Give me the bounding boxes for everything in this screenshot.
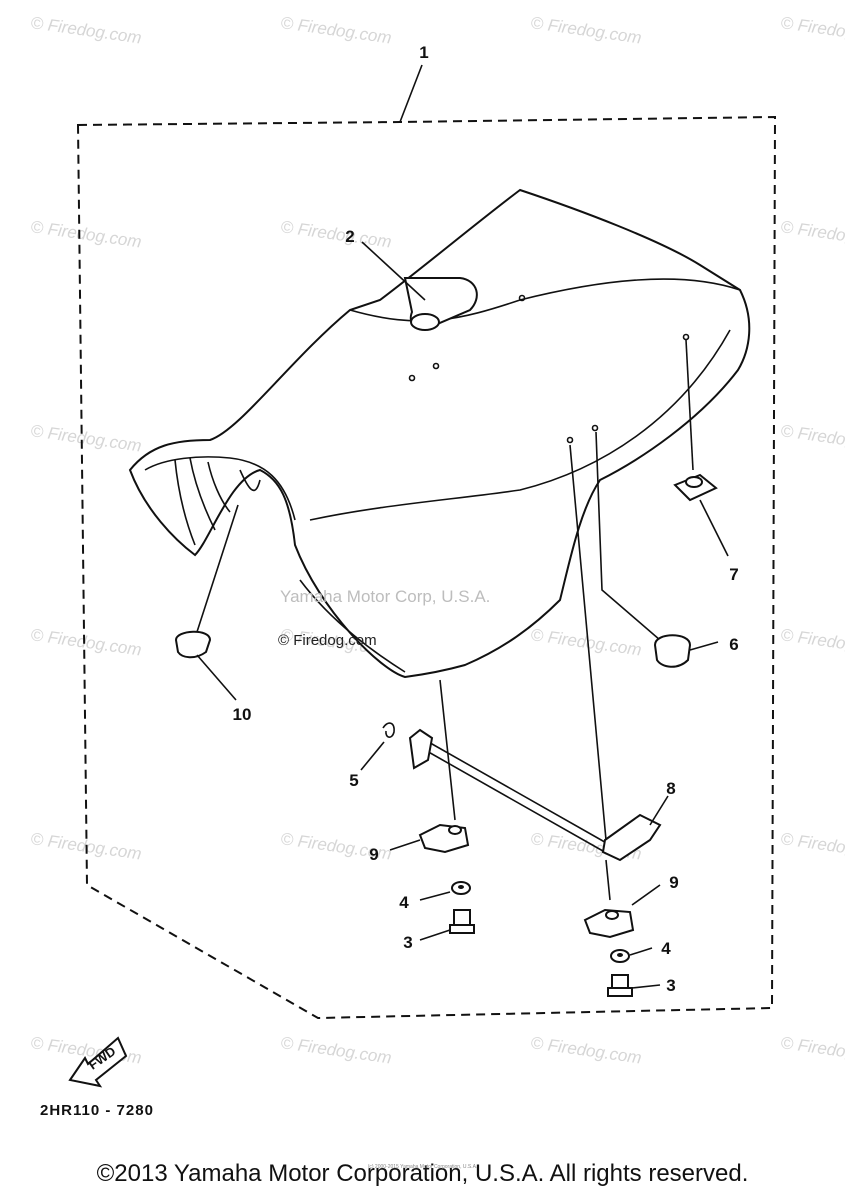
damper-6: [595, 431, 719, 668]
nut-7: [673, 339, 729, 557]
callout-3-left: 3: [403, 933, 412, 952]
watermark-text: © Firedog.com: [29, 421, 142, 455]
bolt-3-right: [607, 974, 661, 997]
watermark-text: © Firedog.com: [779, 1033, 845, 1067]
copyright-footer: ©2013 Yamaha Motor Corporation, U.S.A. A…: [96, 1160, 749, 1187]
watermark-text: © Firedog.com: [529, 13, 642, 47]
callout-7: 7: [729, 565, 738, 584]
bolt-3-left: [419, 909, 475, 941]
callout-9-right: 9: [669, 873, 678, 892]
spring-5: [360, 722, 395, 771]
callout-4-right: 4: [661, 939, 671, 958]
bracket-9-left: [389, 679, 470, 854]
watermark-text: © Firedog.com: [29, 217, 142, 251]
callout-4-left: 4: [399, 893, 409, 912]
watermark-text: © Firedog.com: [779, 13, 845, 47]
watermark-text: © Firedog.com: [29, 13, 142, 47]
drawing-code: 2HR110 - 7280: [40, 1102, 154, 1119]
watermark-text: © Firedog.com: [279, 217, 392, 251]
callout-10: 10: [233, 705, 252, 724]
washer-4-right: [610, 947, 653, 963]
watermark-text: © Firedog.com: [279, 13, 392, 47]
callout-1: 1: [419, 43, 428, 62]
leader-1: [399, 64, 423, 123]
callout-3-right: 3: [666, 976, 675, 995]
watermark-text: © Firedog.com: [529, 1033, 642, 1067]
seat-part: [128, 188, 751, 679]
callout-8: 8: [666, 779, 675, 798]
watermark-text: © Firedog.com: [279, 1033, 392, 1067]
leader-2: [361, 241, 426, 301]
callout-2: 2: [345, 227, 354, 246]
callout-6: 6: [729, 635, 738, 654]
bracket-9-right: [583, 859, 661, 939]
watermark-text: © Firedog.com: [779, 421, 845, 455]
rod-8: [408, 444, 669, 862]
callout-5: 5: [349, 771, 358, 790]
watermark-text: © Firedog.com: [29, 625, 142, 659]
callout-9-left: 9: [369, 845, 378, 864]
washer-4-left: [419, 881, 471, 901]
copyright-fine-print: (c) 2000-2015 Yamaha Motor Corporation, …: [367, 1164, 478, 1170]
watermark-text: © Firedog.com: [779, 625, 845, 659]
damper-10: [174, 504, 239, 701]
watermark-text: © Firedog.com: [779, 829, 845, 863]
corp-watermark: Yamaha Motor Corp, U.S.A.: [280, 587, 490, 606]
inline-watermark: © Firedog.com: [278, 632, 377, 649]
watermark-text: © Firedog.com: [779, 217, 845, 251]
